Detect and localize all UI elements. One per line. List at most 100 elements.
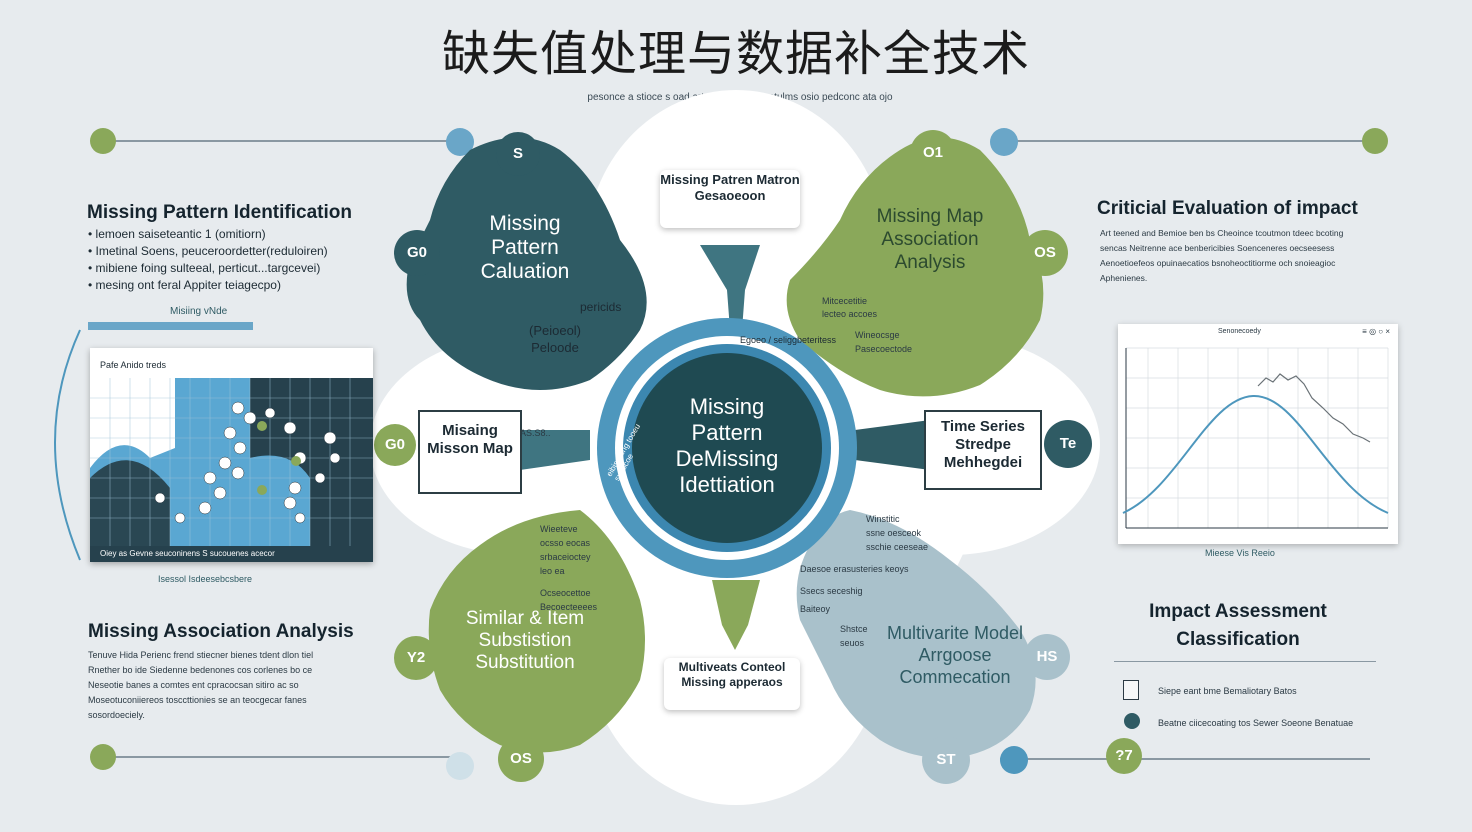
right-item1-icon xyxy=(1123,680,1139,700)
top-right-blue-dot xyxy=(990,128,1018,156)
quad-br-note: Baiteoy xyxy=(800,604,831,614)
text-line: Moseotuconiiereos tosccttionies se an te… xyxy=(88,695,307,705)
right-item2: Beatne ciicecoating tos Sewer Soeone Ben… xyxy=(1158,718,1354,728)
text-line: Neseotie banes a comtes ent cpracocsan s… xyxy=(88,680,299,690)
right-item2-icon xyxy=(1124,713,1140,729)
right-section2-divider xyxy=(1114,661,1376,662)
quad-br-notes: Winstitic ssne oesceok sschie ceeseae Da… xyxy=(800,512,960,650)
quad-bl-note: ocsso eocas xyxy=(540,538,591,548)
text-line: sencas Neitrenne ace benbericibies Soenc… xyxy=(1100,243,1335,253)
core-circle xyxy=(632,353,822,543)
left-panel-header: Pafe Anido treds xyxy=(100,360,167,370)
quad-br-shape xyxy=(796,510,1036,758)
quad-br-note: Winstitic xyxy=(866,514,900,524)
quad-tr-note4: Pasecoectode xyxy=(855,344,913,354)
text-line: Tenuve Hida Perienc frend stiecner biene… xyxy=(88,650,314,660)
quad-tl-title: Missing Pattern Caluation xyxy=(480,212,570,283)
observed-noise-line xyxy=(1257,373,1371,443)
left-panel-footer: Oiey as Gevne seuconinens S sucouenes ac… xyxy=(90,546,373,562)
top-left-dot xyxy=(90,128,116,154)
left-badge: G0 xyxy=(374,424,416,466)
quad-tl-note2: (Peioeol) Peloode xyxy=(528,323,582,355)
bullet-item: • lemoen saiseteantic 1 (omitiorn) xyxy=(88,227,266,241)
right-section1-heading: Criticial Evaluation of impact xyxy=(1097,198,1358,219)
quad-br-badge-bottom: ST xyxy=(922,736,970,784)
right-item1: Siepe eant bme Bemaliotary Batos xyxy=(1158,686,1297,696)
quad-br-note: seuos xyxy=(840,638,865,648)
core-label: Missing Pattern DeMissing Idettiation xyxy=(675,394,779,497)
text-line: Aenoetioefeos opuinaecatios bsnoheoctiti… xyxy=(1100,258,1336,268)
quad-tr-note1: Mitcecetitie xyxy=(822,296,868,306)
page-title: 缺失值处理与数据补全技术 xyxy=(441,26,1030,82)
quad-br-note: sschie ceeseae xyxy=(866,542,929,552)
quad-bl-note: Becoecteeees xyxy=(540,602,598,612)
quad-tr-note2: lecteo accoes xyxy=(822,309,878,319)
quad-bl-badge-side: Y2 xyxy=(394,636,438,680)
ring-right-text: Egoeo / seliggbeteritess xyxy=(740,335,837,345)
left-panel-grid xyxy=(90,378,373,546)
bullet-item: • mibiene foing sulteeal, perticut...tar… xyxy=(88,261,321,275)
quad-tr-title: Missing Map Association Analysis xyxy=(876,206,984,273)
quad-bl-note: srbaceioctey xyxy=(540,552,591,562)
quad-br-note: ssne oesceok xyxy=(866,528,922,538)
connector-right xyxy=(855,420,945,470)
bottom-left-dot xyxy=(90,744,116,770)
connector-left xyxy=(520,430,590,470)
right-section2-heading: Impact Assessment Classification xyxy=(1149,601,1327,650)
text-line: Rnether bo ide Siedenne bedenones cos co… xyxy=(88,665,313,675)
right-section2-badge: ?7 xyxy=(1106,738,1142,774)
quad-br-title: Multivarite Model Arrgoose Commecation xyxy=(886,623,1024,687)
bottom-card: Multiveats Conteol Missing apperaos xyxy=(664,658,800,710)
quad-bl-note: Ocseocettoe xyxy=(540,588,591,598)
chart-caption: Mieese Vis Reeio xyxy=(1205,548,1275,558)
left-panel: Pafe Anido treds xyxy=(90,348,373,562)
bell-curve-line xyxy=(1122,394,1389,514)
top-right-dot xyxy=(1362,128,1388,154)
right-box: Time Series Stredpe Mehhegdei xyxy=(924,410,1042,490)
quad-br-note: Ssecs seceshig xyxy=(800,586,863,596)
bottom-left-blue-dot xyxy=(446,752,474,780)
text-line: Aphenienes. xyxy=(1100,273,1148,283)
quad-br-note: Shstce xyxy=(840,624,868,634)
left-section2-heading: Missing Association Analysis xyxy=(88,621,354,642)
chart-header-icons: ≡ ◎ ○ × xyxy=(1362,327,1390,336)
right-section1-lines: Art teened and Bemioe ben bs Cheoince tc… xyxy=(1100,226,1400,286)
bullet-item: • mesing ont feral Appiter teiagecpo) xyxy=(88,278,281,292)
top-card: Missing Patren Matron Gesaoeoon xyxy=(660,170,800,228)
chart-header: Senonecoedy xyxy=(1218,328,1261,335)
quad-br-badge-side: HS xyxy=(1024,634,1070,680)
quad-br-note: Daesoe erasusteries keoys xyxy=(800,564,909,574)
quad-tr-badge-side: OS xyxy=(1022,230,1068,276)
connector-bottom xyxy=(712,580,760,650)
left-tab-label: Misiing vNde xyxy=(170,306,228,317)
bottom-right-divider xyxy=(1000,758,1370,760)
quad-tr-shape xyxy=(786,137,1044,397)
left-section2-lines: Tenuve Hida Perienc frend stiecner biene… xyxy=(88,648,378,723)
quad-tr-note3: Wineocsge xyxy=(855,330,900,340)
bell-curve-chart xyxy=(1122,347,1389,529)
text-line: sosordoeciely. xyxy=(88,710,145,720)
quad-bl-note: leo ea xyxy=(540,566,565,576)
quad-tl-shape xyxy=(406,137,647,390)
left-section1-heading: Missing Pattern Identification xyxy=(87,202,352,223)
left-tab-bar xyxy=(88,322,253,330)
quad-tl-badge-top: S xyxy=(496,132,540,176)
quad-tr-badge-top: O1 xyxy=(910,130,956,176)
left-section1-bullets: • lemoen saiseteantic 1 (omitiorn) • Ime… xyxy=(88,226,388,294)
quad-bl-shape xyxy=(428,510,645,753)
quad-bl-note: Wieeteve xyxy=(540,524,578,534)
quad-bl-notes: Wieeteve ocsso eocas srbaceioctey leo ea… xyxy=(540,522,630,614)
quad-bl-title: Similar & Item Substistion Substitution xyxy=(465,608,585,673)
bottom-right-blue-dot xyxy=(1000,746,1028,774)
quad-bl-badge-bottom: OS xyxy=(498,736,544,782)
quad-tl-note1: pericids xyxy=(580,300,622,314)
right-badge: Te xyxy=(1044,420,1092,468)
right-chart-panel: Senonecoedy ≡ ◎ ○ × xyxy=(1118,324,1398,544)
bottom-left-divider xyxy=(104,756,464,758)
bullet-item: • Imetinal Soens, peuceroordetter(redulo… xyxy=(88,244,328,258)
connector-top xyxy=(700,245,760,330)
left-box: Misaing Misson Map xyxy=(418,410,522,494)
top-left-divider xyxy=(104,140,464,142)
quad-tl-badge-side: G0 xyxy=(394,230,440,276)
